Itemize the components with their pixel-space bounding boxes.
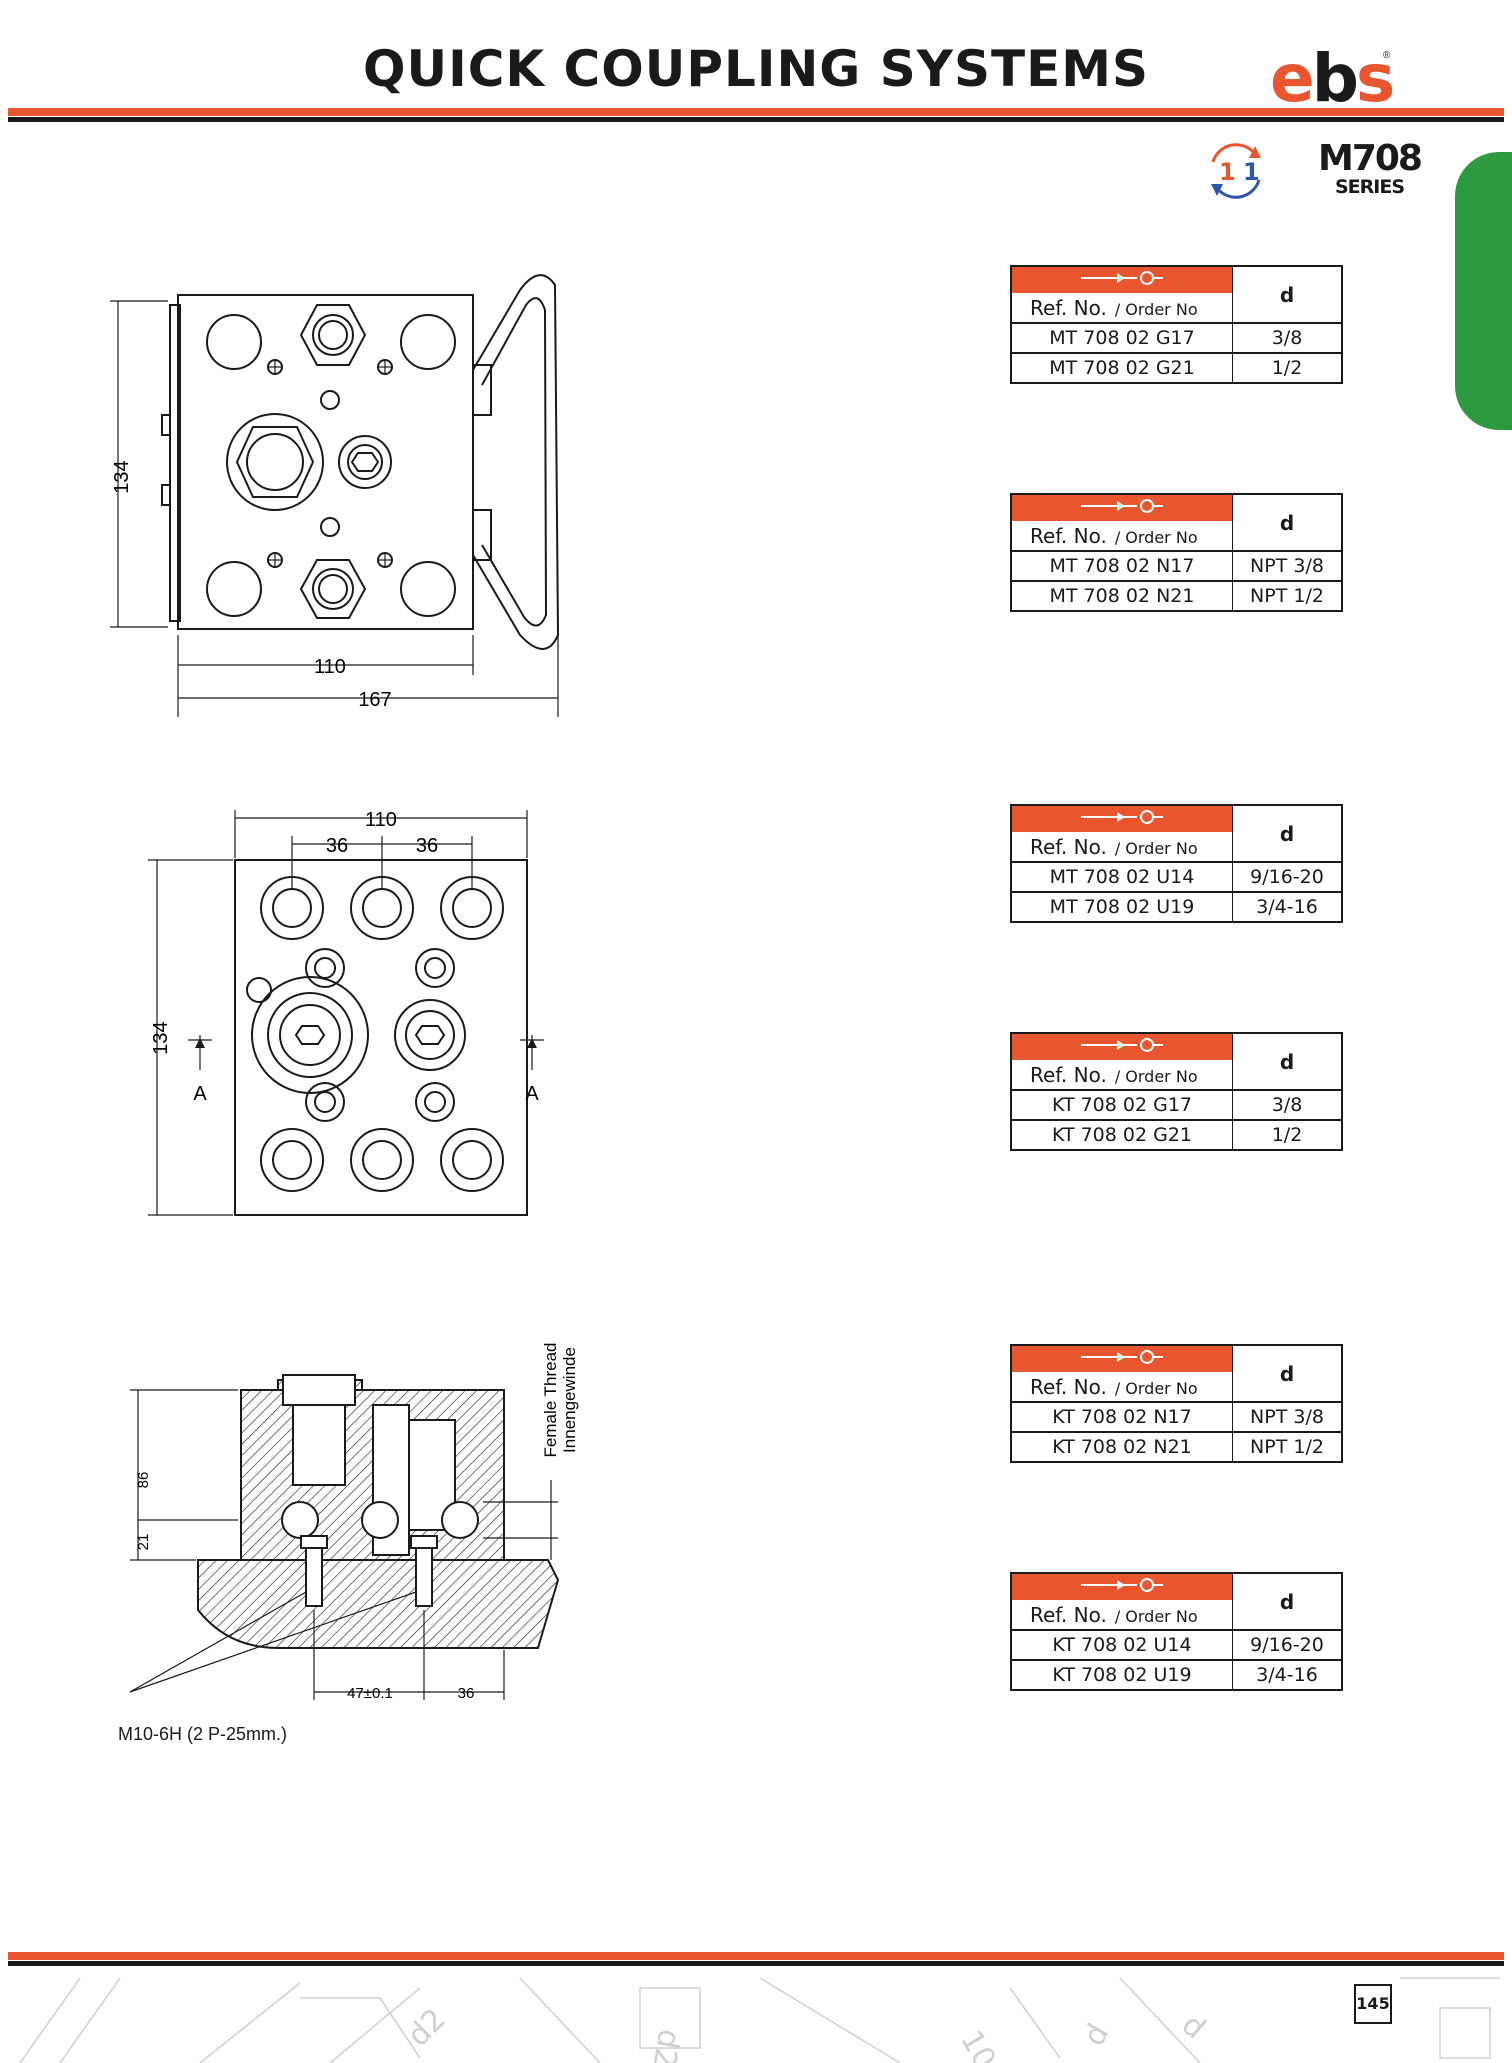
top-view-drawing: 110 36 36 134 A A [148, 809, 544, 1216]
coupling-symbol-icon [1011, 494, 1233, 522]
watermark-label: d [1077, 2018, 1117, 2052]
footer-rule-orange [8, 1952, 1504, 1960]
d-cell: NPT 1/2 [1232, 1431, 1342, 1462]
ref-cell: MT 708 02 N21 [1011, 580, 1233, 611]
ref-cell: MT 708 02 G17 [1011, 322, 1233, 353]
watermark-label: d2 [645, 2027, 686, 2063]
coupling-symbol-icon [1011, 266, 1233, 294]
d-cell: 3/8 [1232, 1089, 1342, 1120]
rotation-1-1-icon: 1 1 [1211, 143, 1261, 199]
d-cell: 3/4-16 [1232, 891, 1342, 922]
series-code: M708 [1318, 138, 1423, 179]
screw-note: M10-6H (2 P-25mm.) [118, 1724, 288, 1744]
registered-mark: ® [1383, 50, 1391, 61]
top-width-dim: 110 [365, 809, 397, 831]
ref-cell: MT 708 02 U14 [1011, 861, 1233, 892]
top-height-dim: 134 [150, 1021, 172, 1054]
ref-cell: KT 708 02 U14 [1011, 1629, 1233, 1660]
front-view-drawing: 134 110 167 [110, 274, 560, 717]
d-cell: 3/4-16 [1232, 1659, 1342, 1690]
coupling-symbol-icon [1011, 1573, 1233, 1601]
coupling-symbol-icon [1011, 1345, 1233, 1373]
ref-no-header: Ref. No./ Order No [1011, 293, 1233, 323]
d-cell: 1/2 [1232, 352, 1342, 383]
ref-no-header: Ref. No./ Order No [1011, 832, 1233, 862]
series-word: SERIES [1335, 176, 1405, 198]
ref-no-header: Ref. No./ Order No [1011, 1060, 1233, 1090]
female-thread-label: Female Thread [541, 1343, 560, 1458]
ref-cell: MT 708 02 G21 [1011, 352, 1233, 383]
ref-cell: MT 708 02 N17 [1011, 550, 1233, 581]
watermark-label: 10 [953, 2025, 1002, 2063]
d-header: d [1232, 805, 1342, 862]
section-dist-2-dim: 36 [458, 1685, 475, 1702]
d-cell: NPT 3/8 [1232, 550, 1342, 581]
section-depth-small-dim: 21 [135, 1534, 152, 1551]
section-depth-dim: 86 [135, 1472, 152, 1489]
footer-watermark-drawing: d2 d2 10 d d [19, 1977, 1500, 2063]
ref-cell: KT 708 02 U19 [1011, 1659, 1233, 1690]
front-inner-width-dim: 110 [314, 656, 346, 678]
section-marker-left: A [193, 1083, 207, 1105]
header-rule-black [8, 117, 1504, 122]
d-cell: NPT 3/8 [1232, 1401, 1342, 1432]
watermark-label: d2 [401, 2002, 453, 2054]
icon-digit-left: 1 [1219, 158, 1236, 186]
page-number: 145 [1354, 1984, 1392, 2024]
section-view-drawing: 86 21 Female Thread Innengewinde 47±0.1 … [129, 1343, 579, 1702]
d-header: d [1232, 1345, 1342, 1402]
header-rule-orange [8, 108, 1504, 116]
front-outer-width-dim: 167 [358, 689, 391, 711]
ref-no-header: Ref. No./ Order No [1011, 521, 1233, 551]
page-title: QUICK COUPLING SYSTEMS [362, 40, 1149, 98]
watermark-label: d [1175, 2007, 1212, 2046]
ref-cell: MT 708 02 U19 [1011, 891, 1233, 922]
d-header: d [1232, 1033, 1342, 1090]
ref-no-header: Ref. No./ Order No [1011, 1372, 1233, 1402]
ebs-logo: ebs [1270, 40, 1395, 117]
d-cell: 3/8 [1232, 322, 1342, 353]
top-pitch-right-dim: 36 [416, 835, 438, 857]
ref-no-header: Ref. No./ Order No [1011, 1600, 1233, 1630]
coupling-symbol-icon [1011, 1033, 1233, 1061]
top-pitch-left-dim: 36 [326, 835, 348, 857]
d-header: d [1232, 494, 1342, 551]
front-height-dim: 134 [111, 460, 133, 493]
d-cell: NPT 1/2 [1232, 580, 1342, 611]
series-side-tab [1455, 152, 1512, 430]
d-cell: 9/16-20 [1232, 861, 1342, 892]
footer-rule-black [8, 1961, 1504, 1966]
icon-digit-right: 1 [1243, 158, 1260, 186]
d-cell: 9/16-20 [1232, 1629, 1342, 1660]
section-dist-1-dim: 47±0.1 [347, 1685, 393, 1702]
d-header: d [1232, 266, 1342, 323]
d-cell: 1/2 [1232, 1119, 1342, 1150]
ref-cell: KT 708 02 G21 [1011, 1119, 1233, 1150]
section-marker-right: A [525, 1083, 539, 1105]
ref-cell: KT 708 02 N21 [1011, 1431, 1233, 1462]
ref-cell: KT 708 02 G17 [1011, 1089, 1233, 1120]
coupling-symbol-icon [1011, 805, 1233, 833]
innengewinde-label: Innengewinde [560, 1347, 579, 1453]
d-header: d [1232, 1573, 1342, 1630]
ref-cell: KT 708 02 N17 [1011, 1401, 1233, 1432]
